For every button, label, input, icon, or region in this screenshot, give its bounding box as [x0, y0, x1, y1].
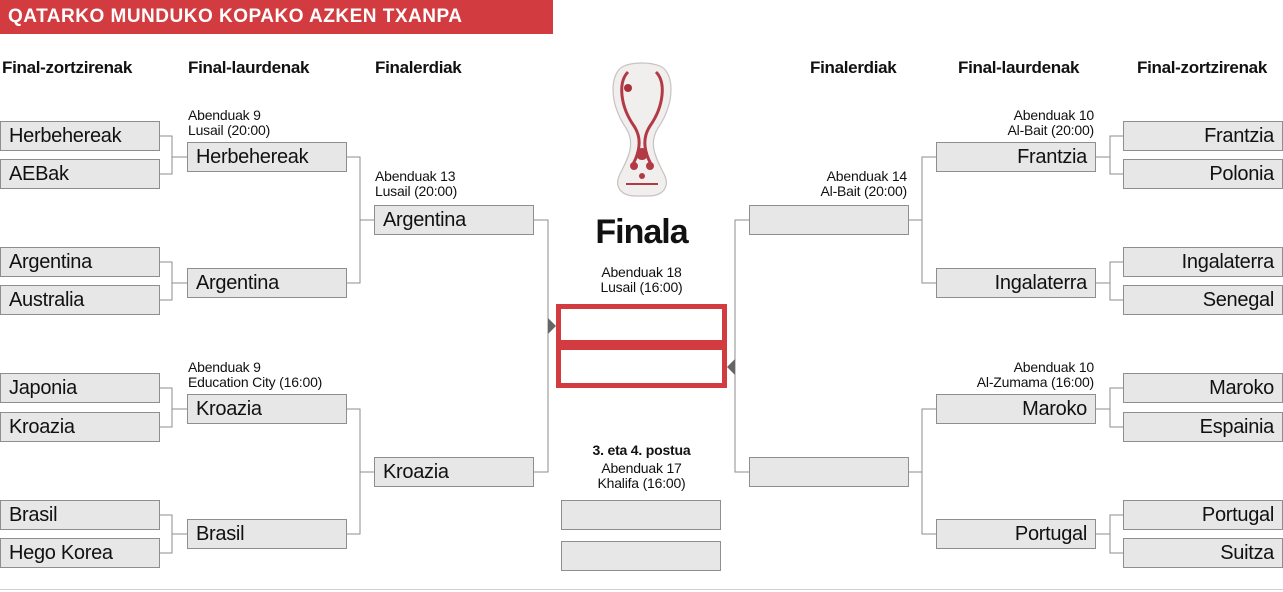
right-final-arrow-icon — [727, 359, 735, 375]
right-qf-team-3: Maroko — [936, 394, 1096, 424]
right-r16-team-4: Senegal — [1123, 285, 1283, 315]
bottom-divider — [0, 589, 1283, 590]
third-place-title: 3. eta 4. postua — [592, 442, 691, 458]
left-sf-team-2: Kroazia — [374, 457, 534, 487]
left-r16-team-3: Argentina — [0, 247, 160, 277]
left-r16-team-4: Australia — [0, 285, 160, 315]
right-sf-team-2 — [749, 457, 909, 487]
left-r16-team-1: Herbehereak — [0, 121, 160, 151]
column-head-left-sf: Finalerdiak — [375, 58, 462, 77]
left-r16-team-7: Brasil — [0, 500, 160, 530]
right-r16-team-8: Suitza — [1123, 538, 1283, 568]
left-r16-team-2: AEBak — [0, 159, 160, 189]
final-title: Finala — [595, 213, 688, 251]
right-r16-team-2: Polonia — [1123, 159, 1283, 189]
left-qf-team-4: Brasil — [187, 519, 347, 549]
right-qf-team-2: Ingalaterra — [936, 268, 1096, 298]
right-r16-team-1: Frantzia — [1123, 121, 1283, 151]
left-r16-team-8: Hego Korea — [0, 538, 160, 568]
left-qf-team-2: Argentina — [187, 268, 347, 298]
left-qf-team-3: Kroazia — [187, 394, 347, 424]
left-final-arrow-icon — [548, 318, 556, 334]
final-team-2 — [556, 345, 727, 388]
third-place-team-1 — [561, 500, 721, 530]
left-r16-team-6: Kroazia — [0, 412, 160, 442]
right-r16-team-6: Espainia — [1123, 412, 1283, 442]
column-head-left-qf: Final-laurdenak — [188, 58, 310, 77]
right-qf-team-1: Frantzia — [936, 142, 1096, 172]
column-head-right-r16: Final-zortzirenak — [1137, 58, 1267, 77]
third-place-team-2 — [561, 541, 721, 571]
left-sf-team-1: Argentina — [374, 205, 534, 235]
left-r16-team-5: Japonia — [0, 373, 160, 403]
column-head-left-r16: Final-zortzirenak — [2, 58, 132, 77]
right-qf-team-4: Portugal — [936, 519, 1096, 549]
page-title-banner: QATARKO MUNDUKO KOPAKO AZKEN TXANPA — [0, 0, 553, 34]
final-team-1 — [556, 304, 727, 345]
right-r16-team-3: Ingalaterra — [1123, 247, 1283, 277]
right-r16-team-5: Maroko — [1123, 373, 1283, 403]
column-head-right-sf: Finalerdiak — [810, 58, 897, 77]
column-head-right-qf: Final-laurdenak — [958, 58, 1080, 77]
right-r16-team-7: Portugal — [1123, 500, 1283, 530]
left-qf-team-1: Herbehereak — [187, 142, 347, 172]
right-sf-team-1 — [749, 205, 909, 235]
world-cup-trophy-icon — [612, 62, 672, 197]
